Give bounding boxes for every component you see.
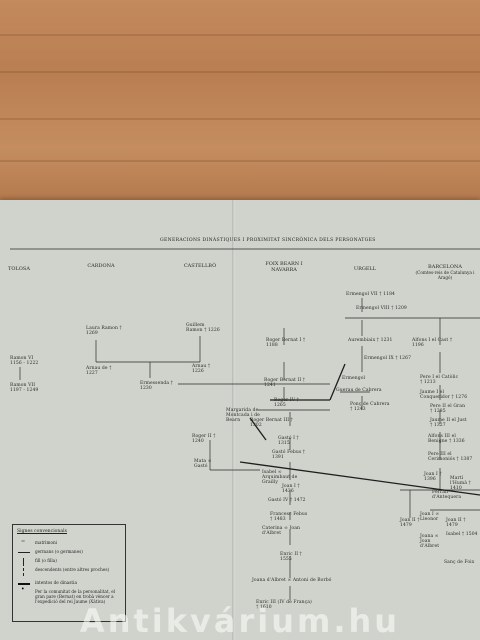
person-urgell: Ponç de Cabrera † 1243	[350, 402, 390, 412]
column-header-urgell: URGELL	[353, 266, 377, 272]
person-tolosa: Ramon VI 1156 - 1222	[10, 356, 39, 366]
column-header-barcelona: BARCELONA	[428, 264, 462, 270]
wooden-table-background	[0, 0, 480, 212]
person-foix: Enric III (IV de França) † 1610	[256, 600, 312, 610]
person-bottom: Sanç de Foix	[444, 560, 475, 565]
person-cardona: Arnau de † 1227	[86, 366, 112, 376]
wood-grain-line	[0, 118, 480, 120]
person-tolosa: Ramon VII 1197 - 1249	[10, 383, 39, 393]
column-header-cardona: CARDONA	[87, 263, 115, 269]
column-header-tolosa: TOLOSA	[8, 266, 30, 272]
person-foix: Gastó Febus † 1391	[272, 450, 306, 460]
legend-box: Signes convencionals = matrimoni germans…	[12, 524, 126, 622]
legend-mark-siblings	[18, 552, 30, 553]
person-barcelona: Jaume II el Just † 1327	[430, 418, 467, 428]
person-bottom: Joan I ∞ Lleonor	[420, 512, 440, 522]
person-urgell: Ermengol	[342, 376, 366, 381]
person-barcelona: Martí l'Humà † 1410	[450, 476, 471, 491]
legend-mark-dynasty	[18, 583, 30, 585]
wood-grain-line	[0, 34, 480, 36]
person-urgell: Aurembiaix † 1231	[348, 338, 393, 343]
person-foix: Roger Bernat I † 1188	[266, 338, 306, 348]
person-bottom: Joana ∞ Joan d'Albret	[420, 534, 440, 549]
legend-title: Signes convencionals	[17, 529, 67, 534]
person-urgell: Guerau de Cabrera	[336, 388, 382, 393]
person-bottom: Isabel ∞ Arquimbaut de Grailly	[262, 470, 298, 485]
person-barcelona: Pere III el Cerimoniós † 1387	[428, 452, 473, 462]
wood-grain-line	[0, 160, 480, 162]
person-barcelona: Pere II el Gran † 1285	[430, 404, 466, 414]
person-foix: Francesc Febus † 1483	[270, 512, 308, 522]
person-foix: Caterina ∞ Joan d'Albret	[262, 526, 300, 536]
wood-grain-line	[0, 71, 480, 73]
person-foix: Gastó IV † 1472	[268, 498, 306, 503]
person-bottom: Isabel † 1504	[446, 532, 478, 537]
person-foix: Enric II † 1555	[280, 552, 302, 562]
page-fold	[232, 200, 235, 640]
legend-mark-descendants	[23, 568, 24, 576]
legend-item: fill (o filla)	[35, 558, 57, 563]
chart-title: GENERACIONS DINÀSTIQUES I PROXIMITAT SIN…	[160, 238, 376, 243]
person-roger-ii: Roger II † 1240	[192, 434, 216, 444]
legend-item: germans (o germanes)	[35, 549, 83, 554]
person-barcelona: Alfons I el Cast † 1196	[412, 338, 453, 348]
person-castellbo: Ermessenda † 1230	[140, 381, 173, 391]
legend-item: descendents (entre altres proches)	[35, 567, 110, 572]
column-header-foix: FOIX BEARN I NAVARRA	[265, 261, 303, 273]
person-barcelona: Alfons III el Benigne † 1336	[428, 434, 465, 444]
person-barcelona: Jaume I el Conqueridor † 1276	[420, 390, 468, 400]
person-urgell: Ermengol VII † 1184	[346, 292, 395, 297]
person-mata: Mata ∞ Gastó	[194, 459, 212, 469]
person-urgell: Ermengol VIII † 1209	[356, 306, 407, 311]
person-barcelona: Ferran d'Antequera	[432, 490, 462, 500]
legend-item: matrimoni	[35, 540, 58, 545]
legend-mark-child	[23, 558, 24, 566]
column-subheader-barcelona: (Comtes-reis de Catalunya i Aragó)	[415, 270, 475, 280]
legend-item: intentos de dinastia	[35, 580, 77, 585]
person-foix: Joana d'Albret ∞ Antoni de Borbó	[252, 578, 332, 583]
person-foix: Gastó I † 1315	[278, 436, 299, 446]
person-foix: Roger Bernat II † 1241	[264, 378, 306, 388]
person-margarida: Margarida de Montcada i de Bearn	[226, 408, 260, 423]
person-foix: Joan I † 1436	[282, 484, 300, 494]
person-urgell: Ermengol IX † 1267	[364, 356, 412, 361]
legend-item: Per la comunitat de la personalitat, el …	[35, 589, 116, 604]
person-barcelona: Joan I † 1396	[424, 472, 442, 482]
watermark: Antikvárium.hu	[79, 602, 401, 640]
person-foix: Roger Bernat III † 1302	[250, 418, 293, 428]
person-bottom: Joan II † 1479	[446, 518, 466, 528]
person-foix: Roger IV † 1265	[274, 398, 299, 408]
person-barcelona: Pere I el Catòlic † 1213	[420, 375, 459, 385]
column-header-castellbo: CASTELLBÒ	[183, 263, 217, 269]
person-bottom: Joan II † 1479	[400, 518, 420, 528]
person-cardona: Laura Ramon † 1269	[86, 326, 122, 336]
person-castellbo: Arnau † 1226	[192, 364, 211, 374]
person-castellbo: Guillem Ramon † 1226	[186, 323, 220, 333]
